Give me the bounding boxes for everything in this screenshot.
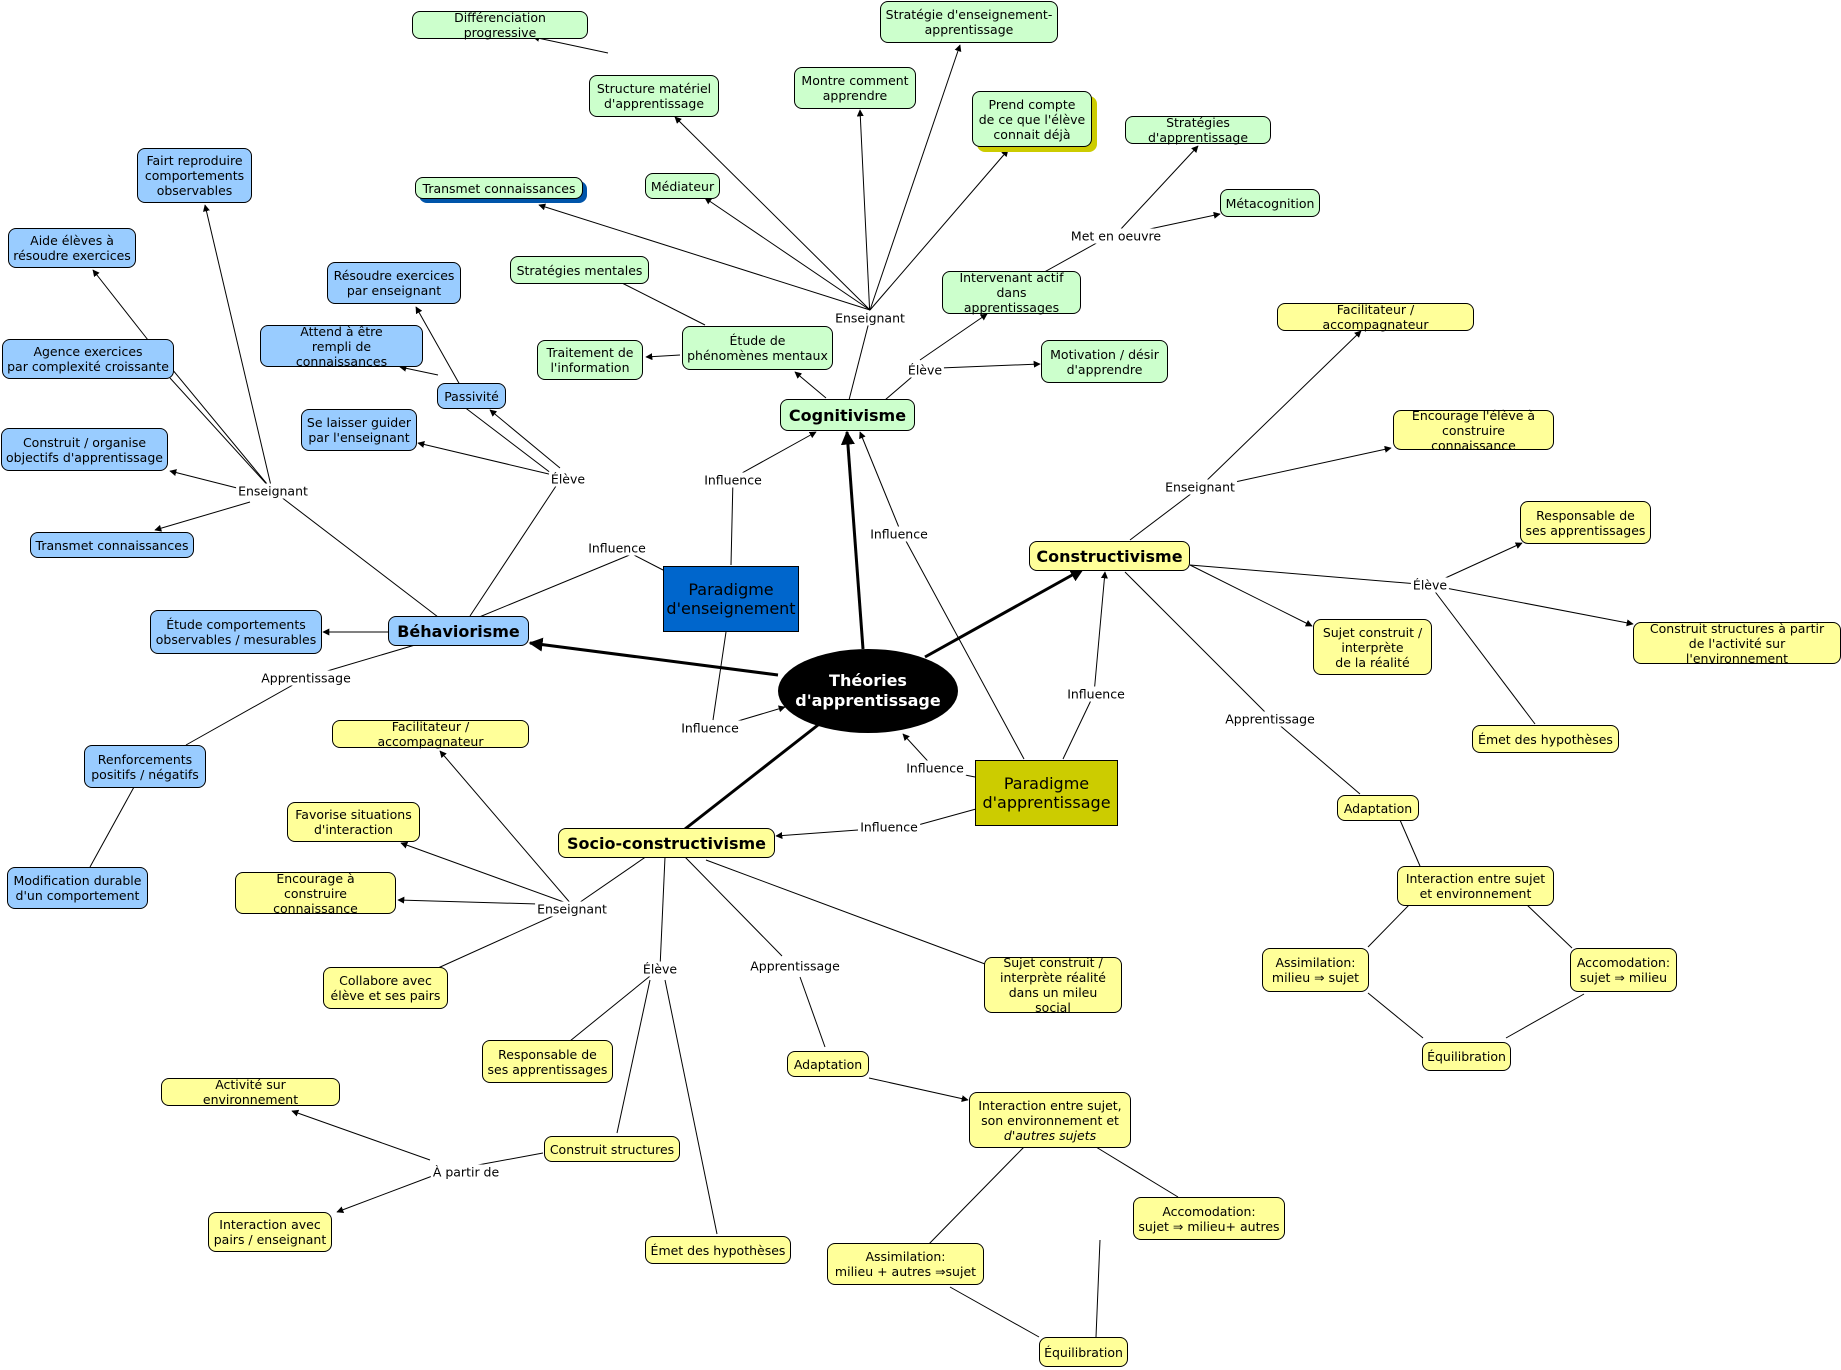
label-cogn-eleve: Élève bbox=[905, 362, 945, 378]
label-socio-eleve: Élève bbox=[640, 961, 680, 977]
theory-behaviorisme[interactable]: Béhaviorisme bbox=[388, 616, 529, 646]
behav-renforcements[interactable]: Renforcements positifs / négatifs bbox=[84, 745, 206, 788]
theory-constructivisme[interactable]: Constructivisme bbox=[1029, 541, 1190, 571]
behav-agence-exercices[interactable]: Agence exercices par complexité croissan… bbox=[2, 339, 174, 379]
label-influence-apprentissage-cogn: Influence bbox=[868, 526, 930, 542]
cogn-montre-comment[interactable]: Montre comment apprendre bbox=[794, 67, 916, 109]
theory-cognitivisme[interactable]: Cognitivisme bbox=[780, 399, 915, 431]
const-encourage-eleve[interactable]: Encourage l'élève à construire connaissa… bbox=[1393, 408, 1554, 453]
socio-emet-hypotheses[interactable]: Émet des hypothèses bbox=[645, 1236, 791, 1264]
label-influence-apprentissage-socio: Influence bbox=[858, 819, 920, 835]
socio-interaction-pairs[interactable]: Interaction avec pairs / enseignant bbox=[208, 1212, 332, 1252]
behav-transmet-connaissances[interactable]: Transmet connaissances bbox=[30, 532, 194, 558]
cogn-strategie-enseignement[interactable]: Stratégie d'enseignement- apprentissage bbox=[880, 1, 1058, 43]
const-equilibration[interactable]: Équilibration bbox=[1422, 1042, 1511, 1071]
behav-modification-durable[interactable]: Modification durable d'un comportement bbox=[7, 867, 148, 909]
cogn-structure-materiel[interactable]: Structure matériel d'apprentissage bbox=[589, 75, 719, 117]
const-sujet-construit[interactable]: Sujet construit / interprète de la réali… bbox=[1313, 619, 1432, 675]
center-theories[interactable]: Théories d'apprentissage bbox=[778, 649, 958, 733]
label-behav-enseignant: Enseignant bbox=[236, 483, 310, 499]
socio-interaction-sujet[interactable]: Interaction entre sujet, son environneme… bbox=[969, 1092, 1131, 1148]
socio-interaction-sujet-emphasis: d'autres sujets bbox=[1003, 1127, 1097, 1143]
socio-activite-environnement[interactable]: Activité sur environnement bbox=[161, 1077, 340, 1107]
cogn-mediateur[interactable]: Médiateur bbox=[645, 173, 720, 199]
behav-construit-objectifs[interactable]: Construit / organise objectifs d'apprent… bbox=[1, 428, 168, 471]
cogn-prend-compte[interactable]: Prend compte de ce que l'élève connait d… bbox=[972, 91, 1092, 147]
socio-responsable[interactable]: Responsable de ses apprentissages bbox=[482, 1040, 613, 1083]
paradigme-enseignement[interactable]: Paradigme d'enseignement bbox=[663, 566, 799, 632]
behav-etude-comportements[interactable]: Étude comportements observables / mesura… bbox=[150, 610, 322, 654]
socio-equilibration[interactable]: Équilibration bbox=[1039, 1337, 1128, 1367]
const-construit-structures[interactable]: Construit structures à partir de l'activ… bbox=[1633, 621, 1841, 666]
cogn-motivation[interactable]: Motivation / désir d'apprendre bbox=[1041, 340, 1168, 383]
cogn-intervenant-actif[interactable]: Intervenant actif dans apprentissages bbox=[942, 270, 1081, 315]
const-responsable[interactable]: Responsable de ses apprentissages bbox=[1520, 501, 1651, 544]
cogn-metacognition[interactable]: Métacognition bbox=[1220, 189, 1320, 217]
behav-se-laisser-guider[interactable]: Se laisser guider par l'enseignant bbox=[301, 409, 417, 451]
label-influence-apprentissage-center: Influence bbox=[904, 760, 966, 776]
socio-assimilation[interactable]: Assimilation: milieu + autres ⇒sujet bbox=[827, 1243, 984, 1285]
behav-aide-eleves[interactable]: Aide élèves à résoudre exercices bbox=[8, 228, 136, 268]
cogn-transmet-connaissances[interactable]: Transmet connaissances bbox=[415, 177, 583, 199]
label-behav-eleve: Élève bbox=[548, 471, 588, 487]
behav-attend-rempli[interactable]: Attend à être rempli de connaissances bbox=[260, 324, 423, 369]
label-const-apprentissage: Apprentissage bbox=[1223, 711, 1317, 727]
cogn-strategies-mentales[interactable]: Stratégies mentales bbox=[510, 256, 649, 284]
const-accomodation[interactable]: Accomodation: sujet ⇒ milieu bbox=[1570, 948, 1677, 992]
cogn-strategies-apprentissage[interactable]: Stratégies d'apprentissage bbox=[1125, 115, 1271, 145]
theory-socio-constructivisme[interactable]: Socio-constructivisme bbox=[558, 828, 775, 858]
cogn-differenciation[interactable]: Différenciation progressive bbox=[412, 10, 588, 40]
cogn-traitement-information[interactable]: Traitement de l'information bbox=[537, 340, 643, 380]
label-socio-apprentissage: Apprentissage bbox=[748, 958, 842, 974]
label-socio-enseignant: Enseignant bbox=[535, 901, 609, 917]
socio-sujet-construit[interactable]: Sujet construit / interprète réalité dan… bbox=[984, 955, 1122, 1015]
behav-resoudre-exercices[interactable]: Résoudre exercices par enseignant bbox=[327, 262, 461, 304]
cogn-etude-phenomenes[interactable]: Étude de phénomènes mentaux bbox=[682, 326, 833, 370]
label-socio-a-partir-de: À partir de bbox=[430, 1164, 502, 1180]
label-influence-enseignement-behav: Influence bbox=[586, 540, 648, 556]
const-interaction[interactable]: Interaction entre sujet et environnement bbox=[1397, 866, 1554, 906]
const-emet-hypotheses[interactable]: Émet des hypothèses bbox=[1472, 725, 1619, 753]
socio-accomodation[interactable]: Accomodation: sujet ⇒ milieu+ autres bbox=[1133, 1197, 1285, 1240]
socio-collabore[interactable]: Collabore avec élève et ses pairs bbox=[323, 967, 448, 1009]
socio-construit-structures[interactable]: Construit structures bbox=[544, 1136, 680, 1162]
const-adaptation[interactable]: Adaptation bbox=[1337, 795, 1419, 821]
behav-fairt-reproduire[interactable]: Fairt reproduire comportements observabl… bbox=[137, 148, 252, 203]
label-cogn-met-en-oeuvre: Met en oeuvre bbox=[1068, 228, 1164, 244]
const-facilitateur[interactable]: Facilitateur / accompagnateur bbox=[1277, 302, 1474, 332]
behav-passivite[interactable]: Passivité bbox=[437, 383, 506, 409]
label-const-eleve: Élève bbox=[1410, 577, 1450, 593]
label-influence-enseignement-center: Influence bbox=[679, 720, 741, 736]
label-influence-enseignement-cogn: Influence bbox=[702, 472, 764, 488]
paradigme-apprentissage[interactable]: Paradigme d'apprentissage bbox=[975, 760, 1118, 826]
socio-adaptation[interactable]: Adaptation bbox=[787, 1051, 869, 1077]
label-influence-apprentissage-const: Influence bbox=[1065, 686, 1127, 702]
label-const-enseignant: Enseignant bbox=[1163, 479, 1237, 495]
label-cogn-enseignant: Enseignant bbox=[833, 310, 907, 326]
socio-favorise-situations[interactable]: Favorise situations d'interaction bbox=[287, 802, 420, 842]
const-assimilation[interactable]: Assimilation: milieu ⇒ sujet bbox=[1262, 948, 1369, 992]
socio-interaction-sujet-text: Interaction entre sujet, son environneme… bbox=[978, 1097, 1122, 1128]
label-behav-apprentissage: Apprentissage bbox=[259, 670, 353, 686]
socio-encourage[interactable]: Encourage à construire connaissance bbox=[235, 871, 396, 916]
socio-facilitateur[interactable]: Facilitateur / accompagnateur bbox=[332, 719, 529, 749]
